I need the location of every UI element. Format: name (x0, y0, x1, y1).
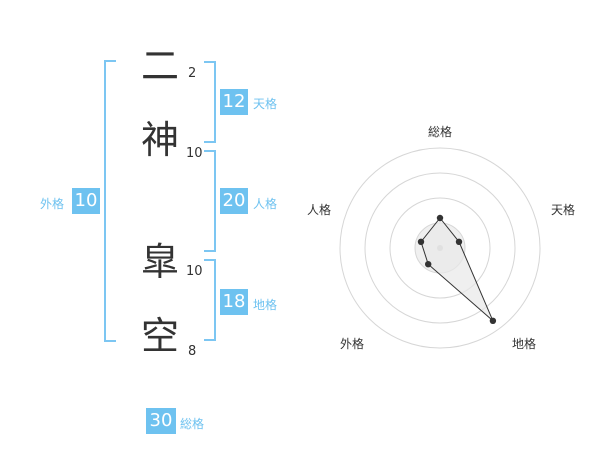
gaikaku-score: 10 (72, 188, 100, 214)
radar-label-chikaku: 地格 (512, 337, 537, 351)
soukaku-score: 30 (146, 408, 176, 434)
radar-label-gaikaku: 外格 (340, 337, 365, 351)
radar-point-jinkaku (417, 238, 425, 245)
radar-label-tenkaku: 天格 (551, 203, 576, 217)
stroke-count-1: 2 (188, 66, 197, 81)
jinkaku-bracket (204, 150, 216, 252)
radar-label-jinkaku: 人格 (307, 203, 332, 217)
radar-ring-4 (339, 147, 541, 349)
chikaku-bracket (204, 259, 216, 341)
radar-ring-3 (364, 172, 516, 324)
radar-point-chikaku (489, 317, 497, 324)
radar-point-tenkaku (455, 238, 463, 245)
tenkaku-bracket (204, 61, 216, 143)
name-char-3: 皐 (140, 240, 179, 284)
radar-points (417, 214, 497, 324)
tenkaku-label: 天格 (253, 97, 278, 111)
jinkaku-score: 20 (220, 188, 248, 214)
gaikaku-bracket (104, 60, 116, 342)
radar-point-soukaku (436, 214, 444, 222)
radar-ring-2 (389, 197, 491, 299)
name-char-4: 空 (140, 314, 179, 358)
tenkaku-score: 12 (220, 89, 248, 115)
jinkaku-label: 人格 (253, 197, 278, 211)
stroke-count-4: 8 (188, 344, 197, 359)
name-char-1: 二 (140, 44, 179, 88)
stroke-count-2: 10 (186, 146, 203, 161)
radar-shape (420, 217, 494, 322)
soukaku-label: 総格 (180, 417, 205, 431)
radar-label-soukaku: 総格 (428, 125, 453, 139)
chikaku-score: 18 (220, 289, 248, 315)
stroke-count-3: 10 (186, 264, 203, 279)
radar-point-gaikaku (425, 261, 432, 268)
chikaku-label: 地格 (253, 298, 278, 312)
name-char-2: 神 (140, 118, 179, 162)
gaikaku-label: 外格 (40, 197, 65, 211)
